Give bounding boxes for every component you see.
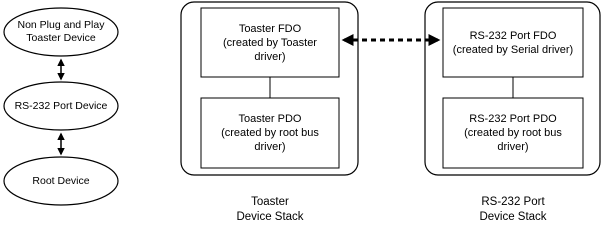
toaster-device-label: Non Plug and Play Toaster Device xyxy=(17,19,105,44)
root-device-label: Root Device xyxy=(32,174,90,187)
rs232-stack-caption: RS-232 Port Device Stack xyxy=(479,196,547,223)
toaster-fdo-box xyxy=(200,7,340,78)
toaster-device-node xyxy=(3,7,119,57)
rs232-pdo-box xyxy=(442,97,584,169)
toaster-pdo-box xyxy=(200,97,340,169)
toaster-pdo-label: Toaster PDO (created by root bus driver) xyxy=(221,113,319,153)
root-device-node xyxy=(3,156,119,206)
rs232-port-device-label: RS-232 Port Device xyxy=(14,99,108,112)
rs232-fdo-box xyxy=(442,7,584,78)
rs232-fdo-label: RS-232 Port FDO (created by Serial drive… xyxy=(452,29,574,56)
toaster-stack-caption: Toaster Device Stack xyxy=(236,196,304,223)
rs232-pdo-label: RS-232 Port PDO (created by root bus dri… xyxy=(464,113,562,153)
toaster-fdo-label: Toaster FDO (created by Toaster driver) xyxy=(223,22,317,63)
diagram-canvas xyxy=(3,1,601,206)
rs232-port-device-node xyxy=(3,81,119,131)
